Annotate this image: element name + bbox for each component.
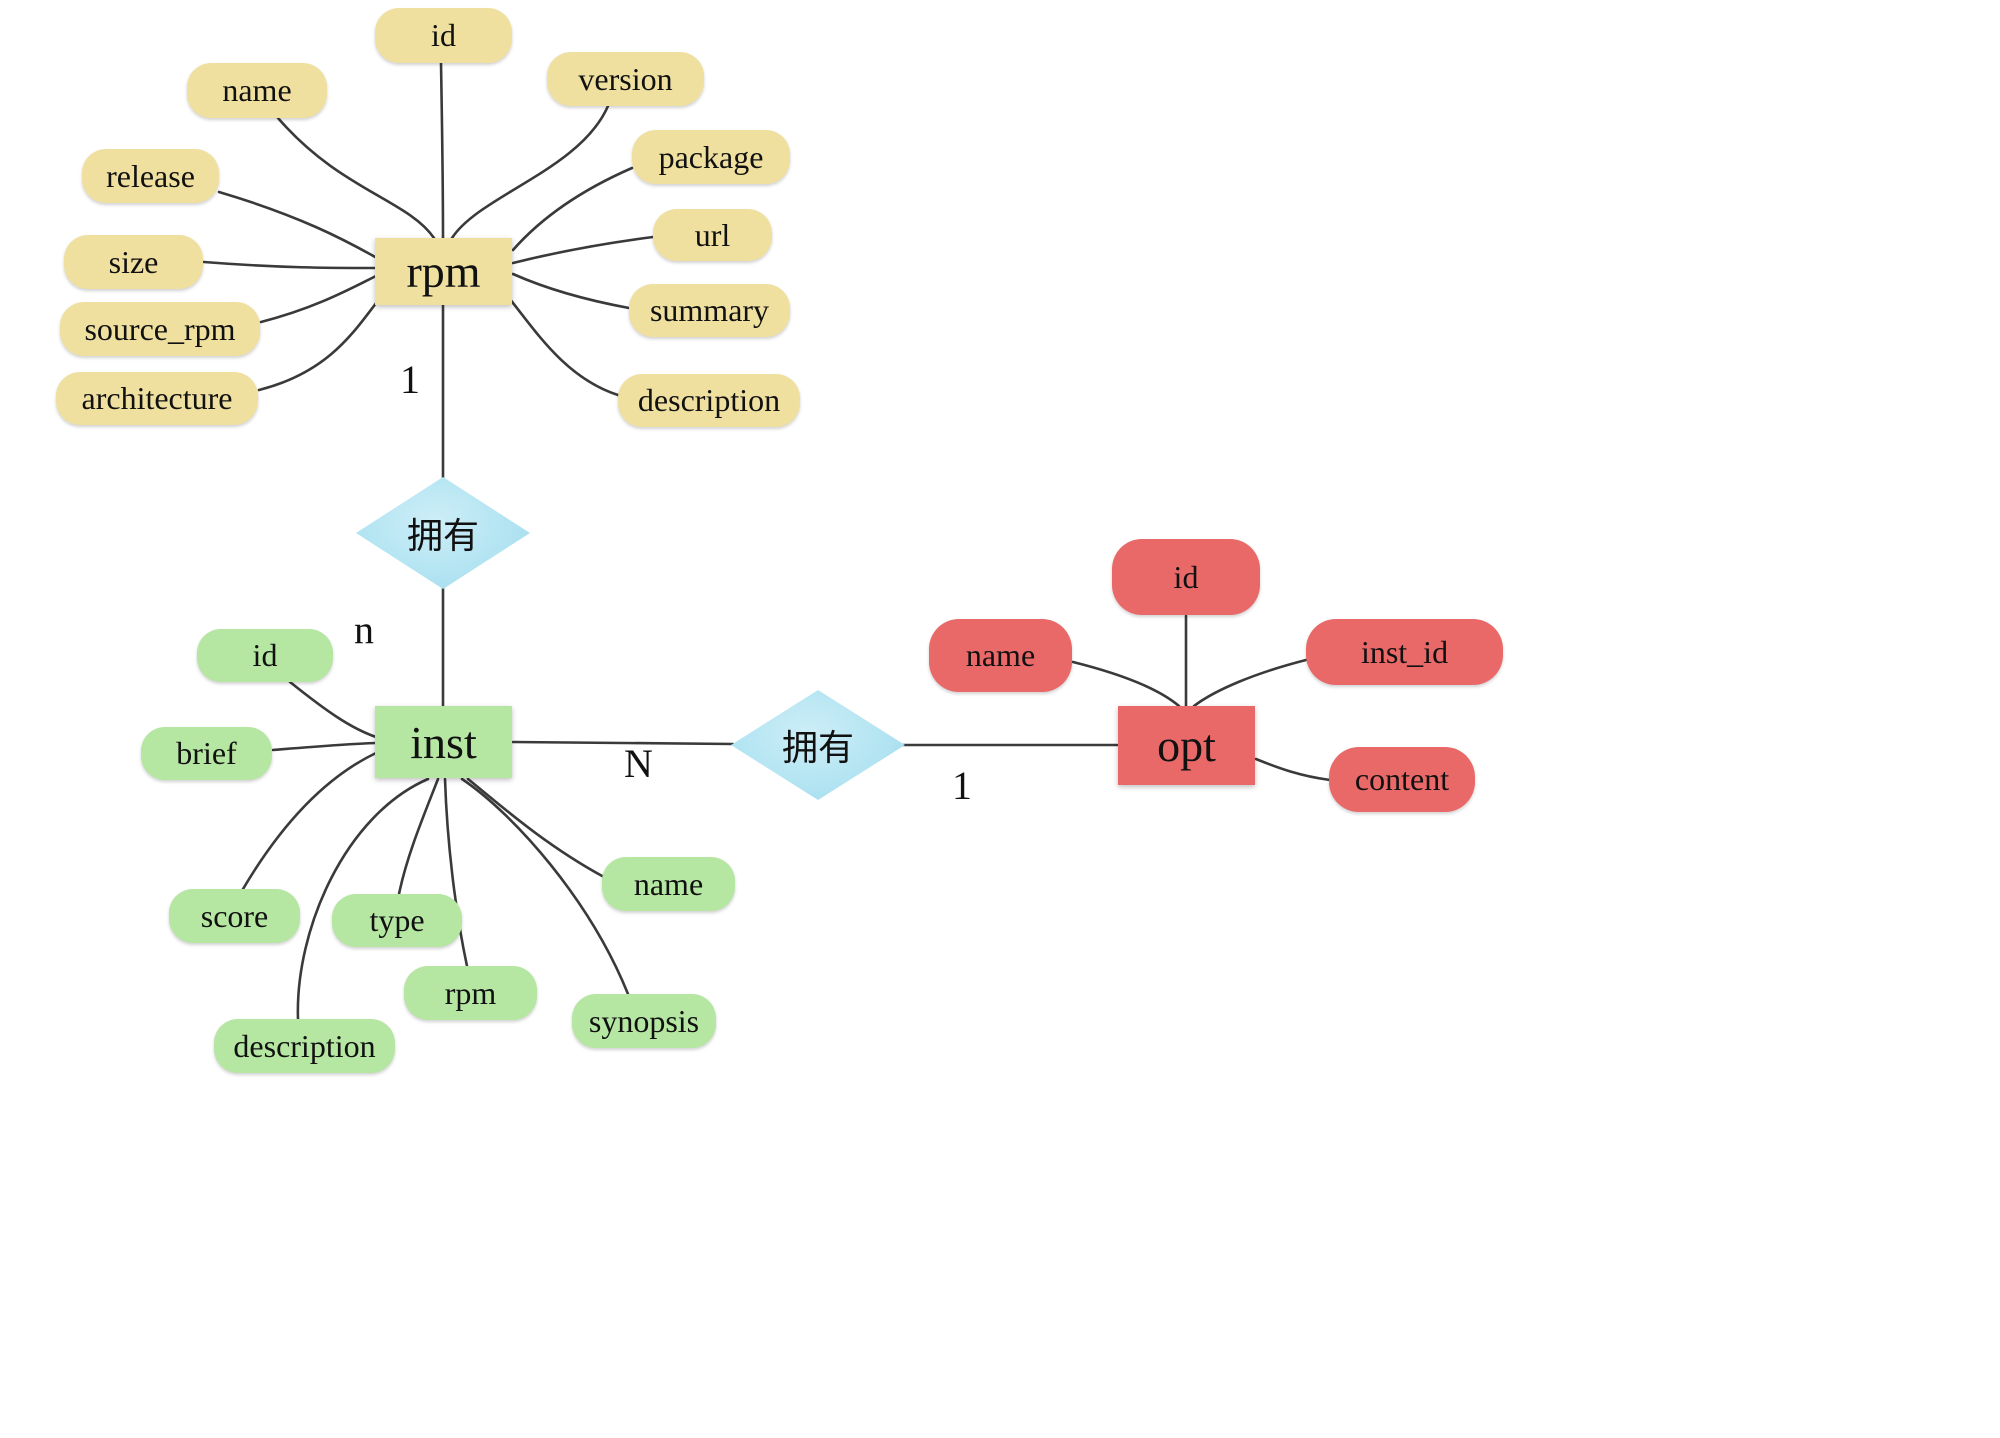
attribute-rpm-release: release <box>82 149 219 203</box>
connector-rpm-architecture <box>257 296 382 392</box>
connector-rpm-description <box>507 296 620 397</box>
connector-inst-type <box>397 777 440 896</box>
attribute-rpm-url: url <box>653 209 772 261</box>
connector-rpm-package <box>511 166 634 252</box>
connector-inst-brief <box>271 741 378 752</box>
attribute-rpm-size: size <box>64 235 203 289</box>
attribute-rpm-source_rpm: source_rpm <box>60 302 260 356</box>
relationship-inst-opt: 拥有 <box>731 690 905 800</box>
connector-rpm-size <box>202 260 377 270</box>
cardinality-inst-rel2: N <box>624 741 653 786</box>
connector-opt-content <box>1254 757 1332 782</box>
relationship-label: 拥有 <box>406 516 479 556</box>
attribute-rpm-id: id <box>375 8 512 63</box>
connector-inst-id <box>288 680 378 739</box>
connector-inst-description <box>296 777 430 1021</box>
connector-rpm-id <box>439 61 445 240</box>
cardinality-inst-rel1: n <box>354 607 374 652</box>
attribute-inst-description: description <box>214 1019 395 1073</box>
attribute-inst-synopsis: synopsis <box>572 994 716 1048</box>
connector-rpm-version <box>450 104 610 240</box>
attribute-rpm-architecture: architecture <box>56 372 258 425</box>
attribute-opt-content: content <box>1329 747 1475 812</box>
attribute-inst-type: type <box>332 894 462 947</box>
connector-opt-inst_id <box>1192 658 1308 708</box>
connector-rpm-source_rpm <box>259 274 378 324</box>
connector-rpm-url <box>511 235 655 265</box>
attribute-rpm-version: version <box>547 52 704 106</box>
attribute-opt-inst_id: inst_id <box>1306 619 1503 685</box>
connector-opt-name <box>1071 660 1181 708</box>
attribute-inst-id: id <box>197 629 333 682</box>
entity-inst: inst <box>375 706 512 778</box>
connector-inst-score <box>241 751 378 891</box>
connector-inst-synopsis <box>460 777 630 996</box>
connector-inst-name <box>466 777 606 879</box>
attribute-rpm-summary: summary <box>629 284 790 337</box>
connector-rpm-release <box>217 190 379 260</box>
attribute-rpm-description: description <box>618 374 800 427</box>
entity-rpm: rpm <box>375 238 512 305</box>
cardinality-rpm-rel1: 1 <box>400 357 420 402</box>
attribute-rpm-name: name <box>187 63 327 118</box>
attribute-inst-score: score <box>169 889 300 943</box>
attribute-inst-rpm: rpm <box>404 966 537 1020</box>
attribute-inst-name: name <box>602 857 735 911</box>
attribute-rpm-package: package <box>632 130 790 184</box>
attribute-opt-id: id <box>1112 539 1260 615</box>
cardinality-opt-rel2: 1 <box>952 763 972 808</box>
connector-inst-rpm <box>443 777 469 968</box>
relationship-label: 拥有 <box>781 728 854 768</box>
attribute-opt-name: name <box>929 619 1072 692</box>
connector-rpm-name <box>276 116 436 240</box>
relationship-rpm-inst: 拥有 <box>356 477 530 589</box>
connector-rpm-summary <box>511 272 631 310</box>
attribute-inst-brief: brief <box>141 727 272 780</box>
connector-inst-rel2 <box>511 740 735 746</box>
entity-opt: opt <box>1118 706 1255 785</box>
